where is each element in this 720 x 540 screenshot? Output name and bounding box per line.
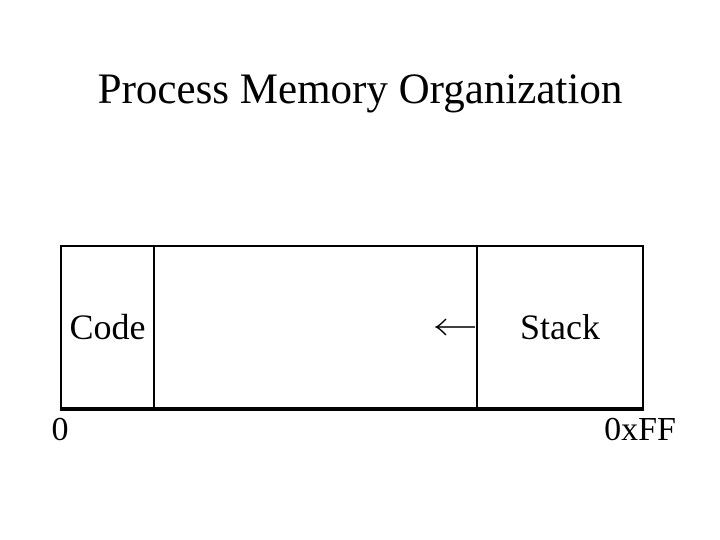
slide-title: Process Memory Organization [97,66,623,113]
memory-section-free [155,247,478,407]
memory-section-code: Code [62,247,155,407]
address-start-label: 0 [51,411,69,448]
address-end-label: 0xFF [604,411,676,448]
memory-diagram: Code Stack [60,245,644,411]
code-label: Code [69,307,146,347]
stack-label: Stack [520,307,600,347]
left-arrow-icon [434,318,475,336]
memory-section-stack: Stack [478,247,642,407]
